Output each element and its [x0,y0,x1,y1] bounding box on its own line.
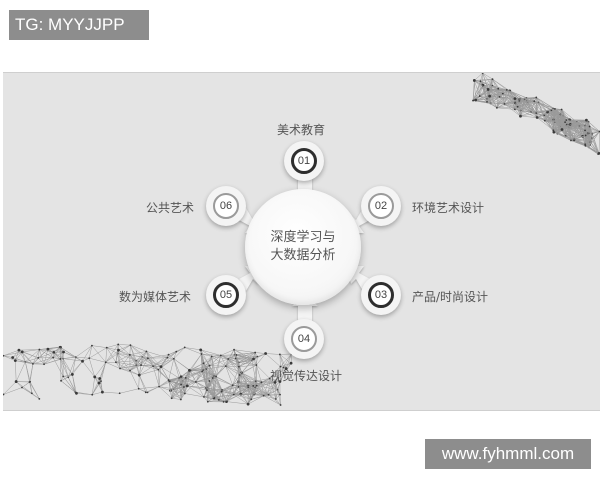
node-04: 04 [284,319,324,359]
node-02-label: 环境艺术设计 [412,201,485,215]
node-01-label: 美术教育 [277,123,326,137]
node-03-number: 03 [368,282,394,308]
bottom-watermark: www.fyhmml.com [425,439,591,469]
node-06: 06 [206,186,246,226]
node-04-number: 04 [291,326,317,352]
node-02: 02 [361,186,401,226]
slide: 深度学习与 大数据分析 01 美术教育 02 环境艺术设计 03 产品/时尚设计… [3,72,600,411]
top-watermark: TG: MYYJJPP [9,10,149,40]
hub-label: 深度学习与 大数据分析 [258,229,348,265]
node-01: 01 [284,141,324,181]
dot-network-decoration [3,73,600,406]
hub-label-line2: 大数据分析 [270,248,336,263]
hub-spoke-diagram: 深度学习与 大数据分析 01 美术教育 02 环境艺术设计 03 产品/时尚设计… [3,73,600,410]
node-02-number: 02 [368,193,394,219]
hub-label-line1: 深度学习与 [270,230,336,245]
node-05-label: 数为媒体艺术 [119,290,192,304]
node-05-number: 05 [213,282,239,308]
node-06-label: 公共艺术 [146,201,195,215]
hub-circle: 深度学习与 大数据分析 [245,189,361,305]
node-04-label: 视觉传达设计 [270,369,343,383]
node-03: 03 [361,275,401,315]
node-05: 05 [206,275,246,315]
node-03-label: 产品/时尚设计 [412,290,489,304]
node-06-number: 06 [213,193,239,219]
node-01-number: 01 [291,148,317,174]
